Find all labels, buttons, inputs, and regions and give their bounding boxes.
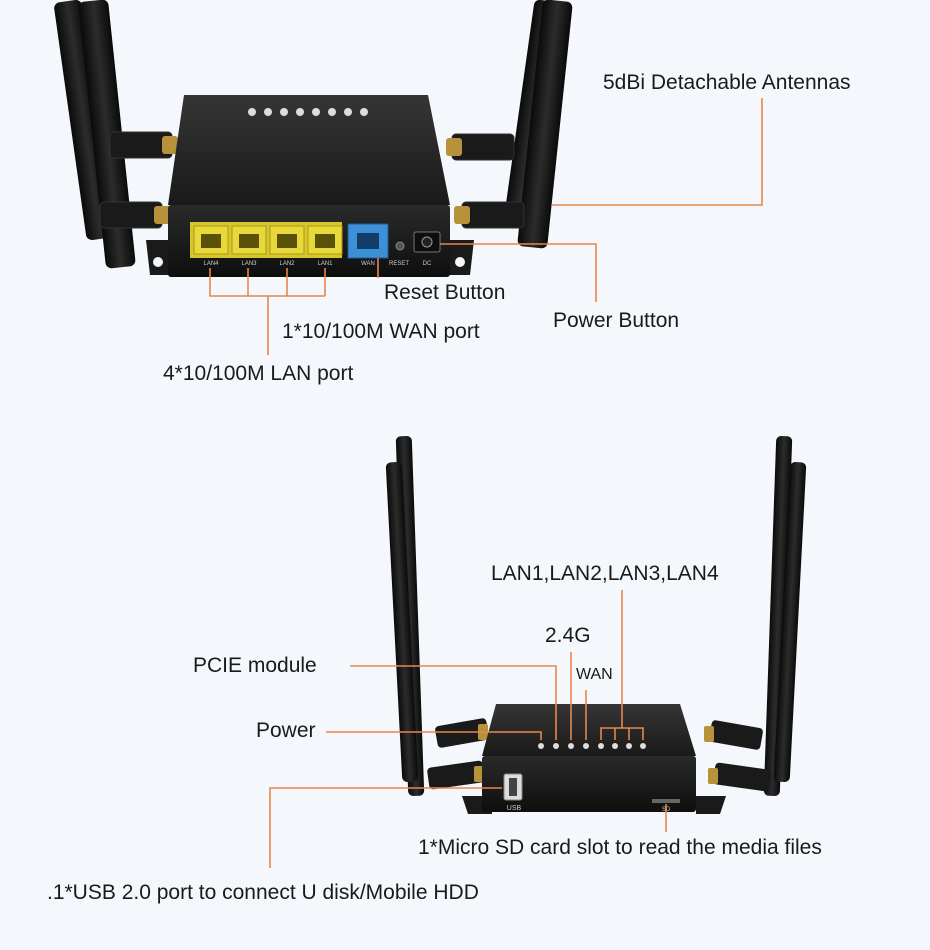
status-leds-top <box>248 108 368 116</box>
label-reset-button: Reset Button <box>384 281 506 304</box>
callout-line-usb <box>269 787 502 868</box>
port-label-wan: WAN <box>361 261 375 267</box>
port-label-lan3: LAN3 <box>241 261 257 267</box>
port-label-usb: USB <box>507 805 522 812</box>
label-lan-leds: LAN1,LAN2,LAN3,LAN4 <box>491 562 719 585</box>
antenna-connector-left-lower <box>99 201 163 229</box>
label-antennas: 5dBi Detachable Antennas <box>603 71 851 94</box>
micro-sd-slot <box>652 799 680 803</box>
port-label-reset: RESET <box>389 261 409 267</box>
antenna-right-short <box>773 462 807 782</box>
label-usb-port: .1*USB 2.0 port to connect U disk/Mobile… <box>47 881 479 904</box>
port-label-lan4: LAN4 <box>203 261 219 267</box>
label-wan-led: WAN <box>576 666 613 683</box>
label-wifi-led: 2.4G <box>545 624 591 647</box>
router-body-front-bottom <box>482 756 696 812</box>
lan-port-1 <box>307 225 343 255</box>
lan-port-4 <box>193 225 229 255</box>
mounting-ear-right-bottom <box>696 796 726 814</box>
label-lan-port: 4*10/100M LAN port <box>163 362 354 385</box>
label-wan-port: 1*10/100M WAN port <box>282 320 480 343</box>
port-label-dc: DC <box>423 261 432 267</box>
callout-line-power-led <box>326 731 542 740</box>
antenna-left-front <box>78 0 136 269</box>
antenna-left-short <box>385 462 419 782</box>
port-label-lan1: LAN1 <box>317 261 333 267</box>
usb-port <box>503 773 523 801</box>
callout-line-antennas <box>552 98 763 206</box>
callout-lines-bottom <box>269 590 667 868</box>
dc-power-jack <box>413 231 441 253</box>
antenna-connector-right-lower <box>461 201 525 229</box>
label-pcie-module: PCIE module <box>193 654 317 677</box>
router-body-top-bottom <box>482 704 696 756</box>
antenna-right-tall <box>763 436 793 796</box>
port-label-lan2: LAN2 <box>279 261 295 267</box>
status-leds-front <box>538 743 646 749</box>
reset-button <box>395 241 405 251</box>
label-sd-slot: 1*Micro SD card slot to read the media f… <box>418 836 822 859</box>
bottom-router: USB SD <box>385 436 807 814</box>
label-power-button: Power Button <box>553 309 680 332</box>
lan-port-3 <box>231 225 267 255</box>
label-power-led: Power <box>256 719 316 742</box>
wan-port <box>347 223 389 259</box>
lan-port-2 <box>269 225 305 255</box>
router-body-top <box>168 95 450 205</box>
callout-line-pcie <box>350 665 557 740</box>
callout-line-power-button <box>440 243 597 302</box>
callout-lines-top <box>209 98 763 355</box>
antenna-right-front <box>517 0 573 249</box>
top-router: LAN4 LAN3 LAN2 LAN1 WAN RESET DC <box>54 0 573 277</box>
